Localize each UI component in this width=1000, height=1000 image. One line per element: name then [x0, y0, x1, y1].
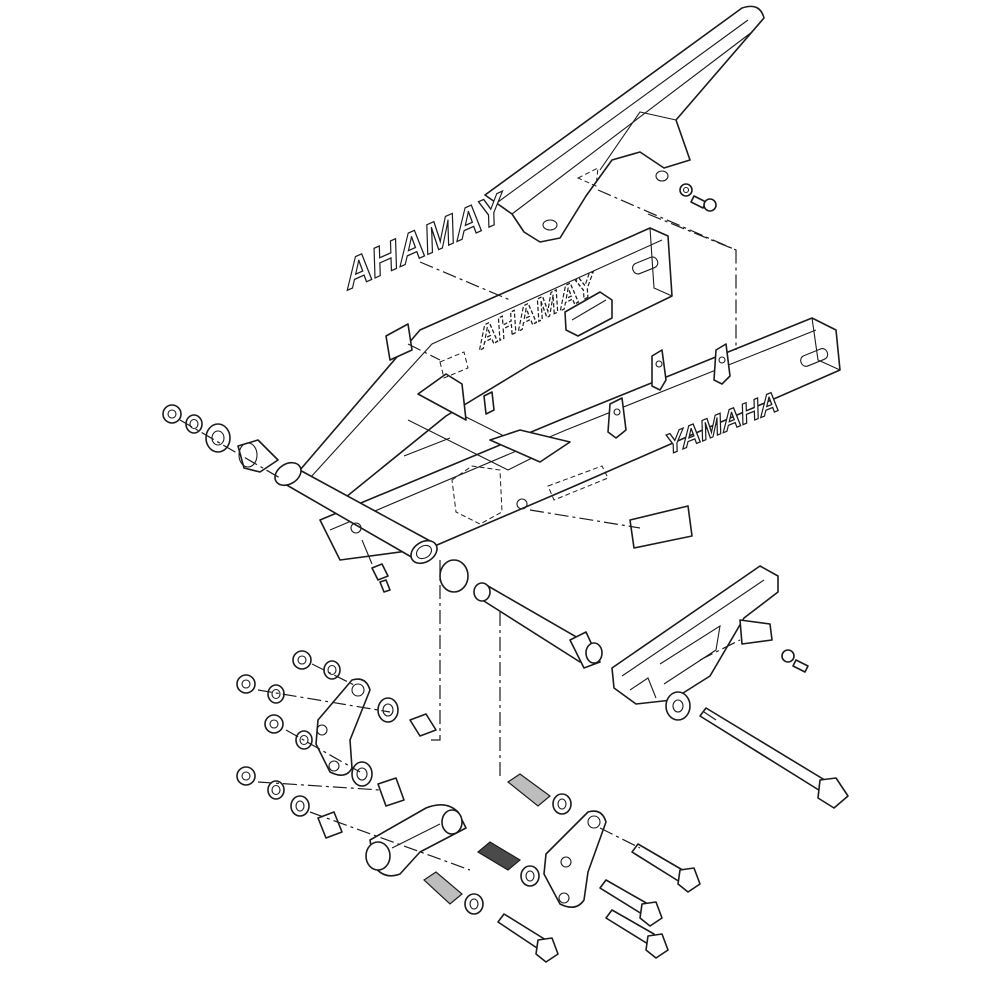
leader-lines [179, 189, 741, 871]
chain-guide-bolt-set [781, 649, 809, 673]
relay-arm [365, 804, 467, 877]
shaded-bushings [423, 773, 572, 915]
linkage-bolts [497, 843, 701, 963]
chain-cover [484, 5, 765, 243]
chain-guide [611, 565, 779, 705]
pivot-shaft [439, 559, 603, 669]
lower-link-plate [543, 810, 607, 908]
loose-decal: AHAMAY [339, 181, 512, 300]
grease-fitting [361, 539, 391, 593]
label-patches [385, 323, 693, 549]
pivot-hardware [162, 404, 279, 473]
pivot-bolt [665, 691, 849, 809]
loose-decal-text: AHAMAY [339, 182, 511, 300]
upper-bushings [317, 697, 437, 839]
upper-link-plate [315, 678, 371, 776]
chain-cover-bolt-set [679, 183, 717, 212]
